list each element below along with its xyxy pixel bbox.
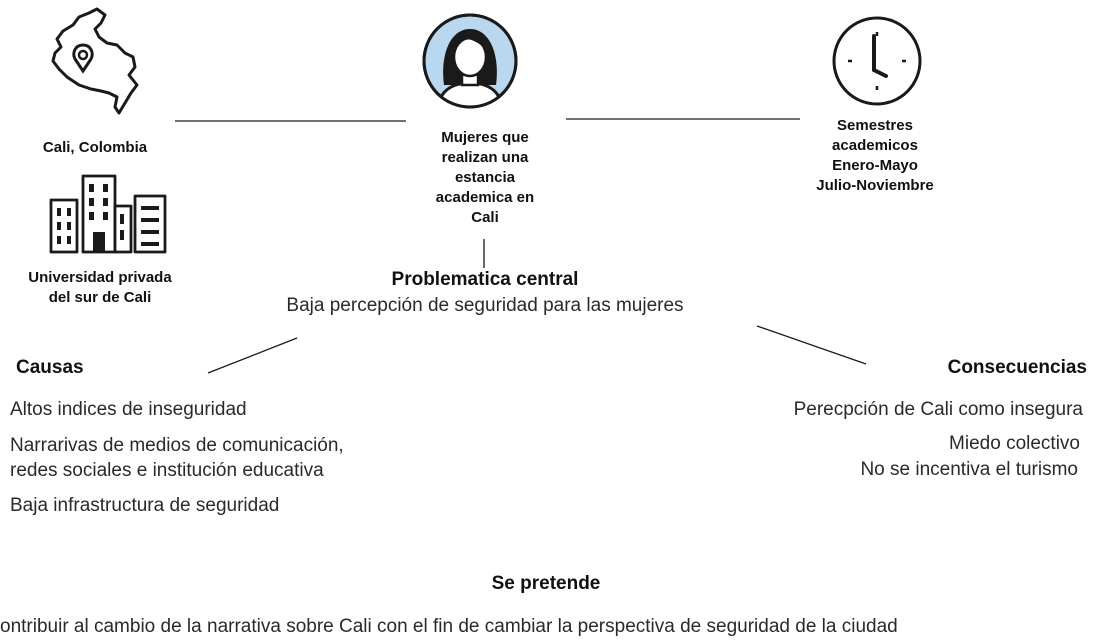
- consequence-item-2: Miedo colectivo: [949, 433, 1080, 454]
- line-central-to-causes: [207, 337, 298, 374]
- women-label: Mujeres que realizan una estancia academ…: [405, 128, 565, 228]
- semesters-label-line-1: Semestres: [837, 117, 913, 134]
- consequence-item-3: No se incentiva el turismo: [860, 459, 1078, 480]
- women-label-line-2: realizan una: [441, 149, 529, 166]
- woman-avatar-icon: [420, 11, 520, 111]
- semesters-label-line-3: Enero-Mayo: [832, 157, 918, 174]
- women-label-line-3: estancia: [454, 169, 516, 186]
- goal-text: ontribuir al cambio de la narrativa sobr…: [0, 616, 898, 637]
- university-label: Universidad privada del sur de Cali: [10, 268, 190, 308]
- women-label-line-4: academica en: [435, 189, 535, 206]
- university-label-line-1: Universidad privada: [28, 269, 172, 286]
- cause-item-1: Altos indices de inseguridad: [10, 399, 247, 420]
- central-subtitle: Baja percepción de seguridad para las mu…: [286, 295, 684, 316]
- cause-item-2: Narrarivas de medios de comunicación,: [10, 435, 344, 456]
- cause-item-3: Baja infrastructura de seguridad: [10, 495, 280, 516]
- clock-icon: [830, 14, 924, 108]
- colombia-map-icon: [45, 5, 145, 120]
- central-title: Problematica central: [391, 269, 579, 290]
- women-label-line-1: Mujeres que: [441, 129, 529, 146]
- semesters-label-line-4: Julio-Noviembre: [816, 177, 934, 194]
- location-label: Cali, Colombia: [42, 139, 148, 156]
- line-central-to-consequences: [756, 325, 867, 365]
- consequence-item-1: Perecpción de Cali como insegura: [793, 399, 1083, 420]
- goal-title: Se pretende: [491, 573, 601, 594]
- cause-item-2-continued: redes sociales e institución educativa: [10, 460, 324, 481]
- semesters-label: Semestres academicos Enero-Mayo Julio-No…: [795, 116, 955, 196]
- causes-title: Causas: [16, 357, 84, 378]
- semesters-label-line-2: academicos: [832, 137, 918, 154]
- buildings-icon: [47, 170, 169, 256]
- university-label-line-2: del sur de Cali: [48, 289, 152, 306]
- consequences-title: Consecuencias: [947, 357, 1087, 378]
- women-label-line-5: Cali: [471, 209, 499, 226]
